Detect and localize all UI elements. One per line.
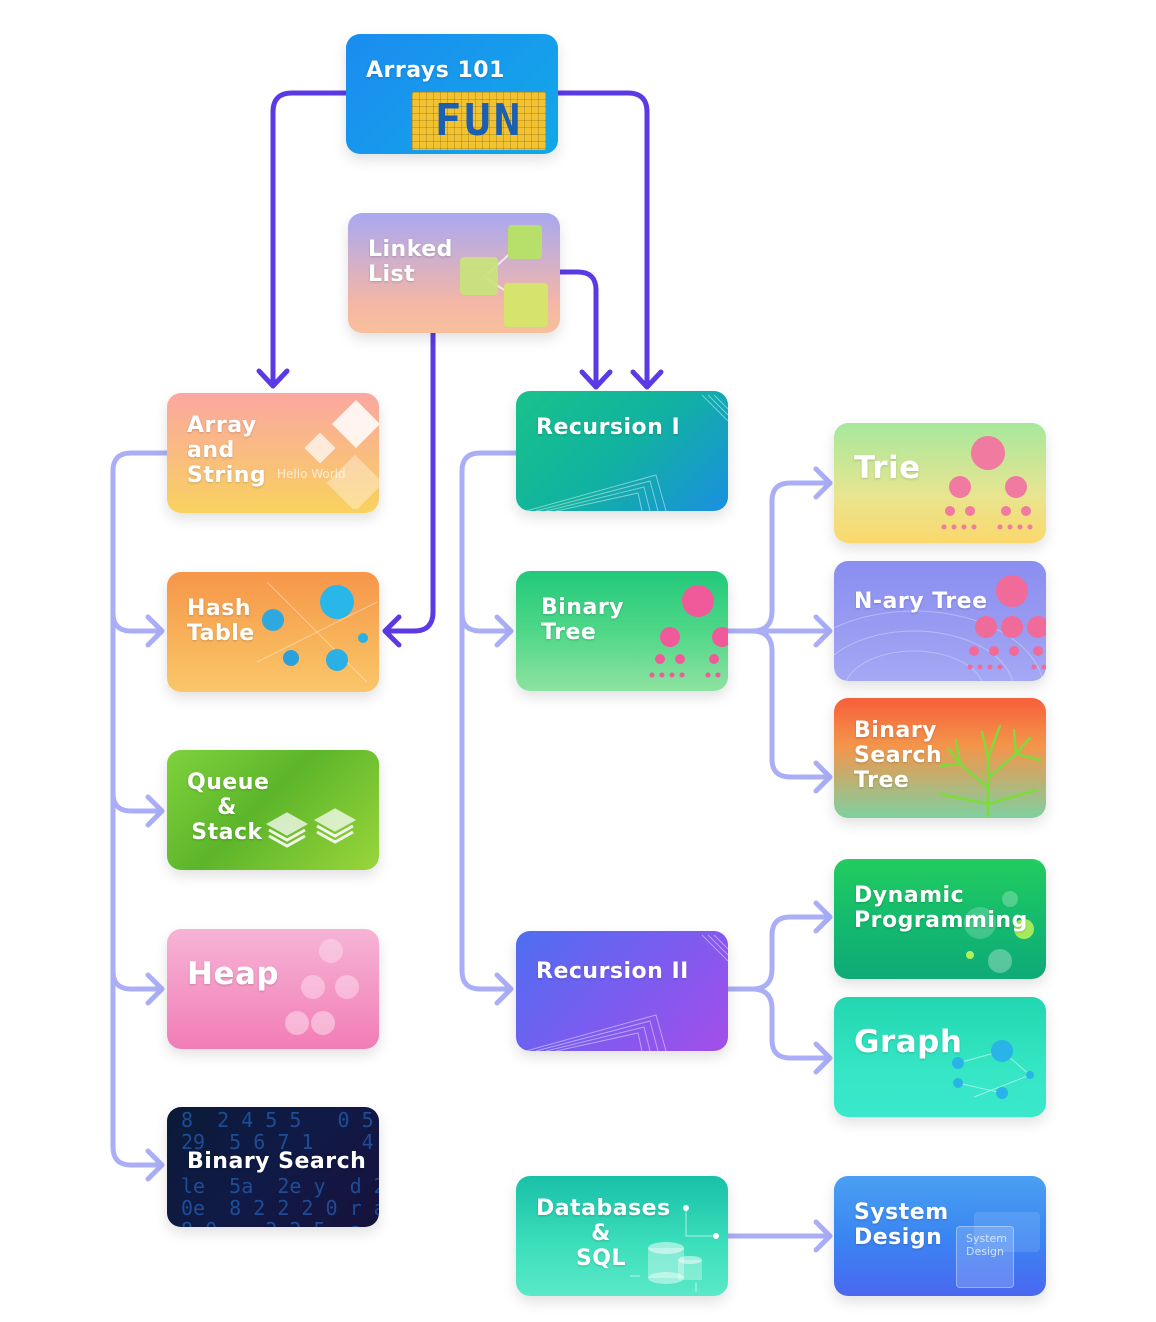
card-trie[interactable]: Trie xyxy=(834,423,1046,543)
system-design-watermark: System Design xyxy=(966,1232,1008,1258)
arrow-arrays101-to-array-string xyxy=(270,90,349,388)
ripple-pattern xyxy=(834,610,1044,681)
card-heap[interactable]: Heap xyxy=(167,929,379,1049)
card-dynamic-programming[interactable]: Dynamic Programming xyxy=(834,859,1046,979)
panel-icon xyxy=(974,1212,1040,1252)
arrowhead xyxy=(145,614,165,648)
hello-world-watermark: Hello World xyxy=(277,467,346,481)
card-binary-search-tree[interactable]: Binary Search Tree xyxy=(834,698,1046,818)
card-label: Dynamic Programming xyxy=(854,883,1028,933)
card-label: Hash Table xyxy=(187,596,255,646)
arrowhead xyxy=(494,972,514,1006)
arrow-linkedlist-to-recursion1 xyxy=(557,269,599,389)
card-label: Recursion II xyxy=(536,959,689,984)
bubbles-icon xyxy=(256,581,378,683)
card-linked-list[interactable]: Linked List xyxy=(348,213,560,333)
arrowhead xyxy=(494,614,514,648)
tree-nodes-icon xyxy=(967,575,1046,670)
arrowhead xyxy=(256,368,290,389)
tree-nodes-icon xyxy=(649,585,728,678)
arrowhead xyxy=(630,369,664,390)
arrowhead xyxy=(813,1041,833,1075)
card-array-and-string[interactable]: Array and String Hello World xyxy=(167,393,379,513)
nested-squares-pattern xyxy=(525,394,728,511)
card-binary-search[interactable]: 8 2 4 5 5 0 5 29 5 6 7 1 4 8 le 5a 2e y … xyxy=(167,1107,379,1227)
linked-nodes-icon xyxy=(460,225,548,327)
database-icon xyxy=(630,1205,719,1292)
arrowhead xyxy=(813,760,833,794)
card-label: Graph xyxy=(854,1024,963,1060)
card-label: Binary Search xyxy=(187,1149,367,1174)
tree-nodes-icon xyxy=(941,436,1033,530)
card-graph[interactable]: Graph xyxy=(834,997,1046,1117)
card-binary-tree[interactable]: Binary Tree xyxy=(516,571,728,691)
arrow-mid-trunk xyxy=(459,450,519,992)
card-label: Queue & Stack xyxy=(187,770,270,845)
card-queue-stack[interactable]: Queue & Stack xyxy=(167,750,379,870)
card-label: Trie xyxy=(854,450,921,486)
arrow-linkedlist-to-hashtable xyxy=(383,330,436,634)
card-system-design[interactable]: System Design System Design xyxy=(834,1176,1046,1296)
branch-tree-icon xyxy=(938,724,1042,818)
system-design-panel-icon xyxy=(956,1226,1014,1288)
card-label: Heap xyxy=(187,956,280,992)
card-label: Arrays 101 xyxy=(366,58,505,83)
card-recursion-2[interactable]: Recursion II xyxy=(516,931,728,1051)
card-label: Databases & SQL xyxy=(536,1196,671,1271)
card-label: N-ary Tree xyxy=(854,589,988,614)
card-label: Array and String xyxy=(187,413,267,488)
arrowhead xyxy=(145,1148,165,1182)
arrow-arrays101-to-recursion1 xyxy=(555,90,650,389)
card-label: Linked List xyxy=(368,237,453,287)
arrow-recursion2-branches xyxy=(725,914,831,992)
layers-icon xyxy=(265,808,357,848)
bubbles-icon xyxy=(964,891,1034,973)
nested-squares-pattern xyxy=(525,934,728,1051)
card-label: Recursion I xyxy=(536,415,681,440)
card-recursion-1[interactable]: Recursion I xyxy=(516,391,728,511)
arrowhead xyxy=(813,1219,833,1253)
card-databases-sql[interactable]: Databases & SQL xyxy=(516,1176,728,1296)
card-nary-tree[interactable]: N-ary Tree xyxy=(834,561,1046,681)
arrowhead xyxy=(813,466,833,500)
card-hash-table[interactable]: Hash Table xyxy=(167,572,379,692)
arrowhead xyxy=(813,614,833,648)
badge-text: FUN xyxy=(434,95,524,146)
arrowhead xyxy=(145,972,165,1006)
arrow-left-trunk xyxy=(110,450,170,1168)
circles-icon xyxy=(285,939,359,1035)
binary-digits-pattern: 8 2 4 5 5 0 5 29 5 6 7 1 4 8 le 5a 2e y … xyxy=(181,1108,379,1227)
card-label: Binary Tree xyxy=(541,595,625,645)
card-label: Binary Search Tree xyxy=(854,718,943,793)
network-graph-icon xyxy=(952,1040,1034,1099)
arrowhead xyxy=(382,614,402,648)
diamond-icon xyxy=(304,399,379,509)
arrowhead xyxy=(579,369,613,390)
arrowhead xyxy=(145,794,165,828)
fun-pixel-logo: FUN xyxy=(412,92,546,150)
card-arrays-101[interactable]: Arrays 101 FUN xyxy=(346,34,558,154)
card-label: System Design xyxy=(854,1200,949,1250)
arrowhead xyxy=(813,900,833,934)
